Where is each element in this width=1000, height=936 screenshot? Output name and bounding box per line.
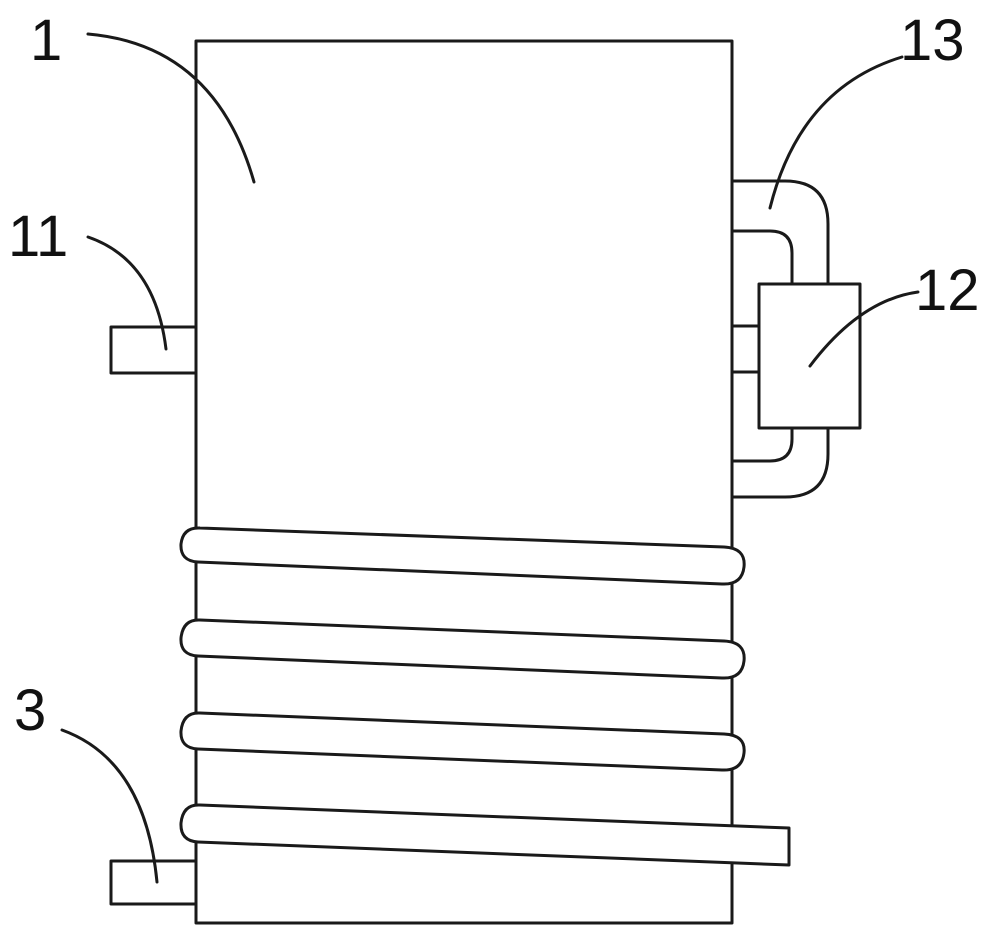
coil-loop (179, 526, 746, 586)
coil-loop (179, 618, 746, 680)
label-12: 12 (915, 258, 980, 323)
leader-line-3 (60, 728, 159, 884)
inlet-stub (109, 325, 198, 375)
vessel-body (194, 39, 734, 925)
label-11: 11 (8, 204, 68, 269)
coil-outlet-stub (109, 859, 198, 906)
label-13: 13 (900, 8, 965, 73)
bypass-pipe-inner-lower (730, 426, 794, 463)
sensor-box (757, 282, 862, 430)
box-connector (730, 324, 761, 374)
label-1: 1 (30, 8, 62, 73)
coil-loop (179, 711, 746, 772)
coil-loop-last (179, 803, 791, 867)
coil (179, 526, 791, 867)
leader-line-12 (808, 290, 920, 368)
leader-line-11 (86, 235, 168, 351)
bypass-pipe-outer (730, 179, 830, 286)
bypass-pipe-outer-lower (730, 426, 830, 499)
leader-line-1 (86, 32, 256, 184)
leader-line-13 (768, 55, 904, 210)
label-3: 3 (14, 678, 46, 743)
bypass-pipe-inner (730, 229, 794, 286)
